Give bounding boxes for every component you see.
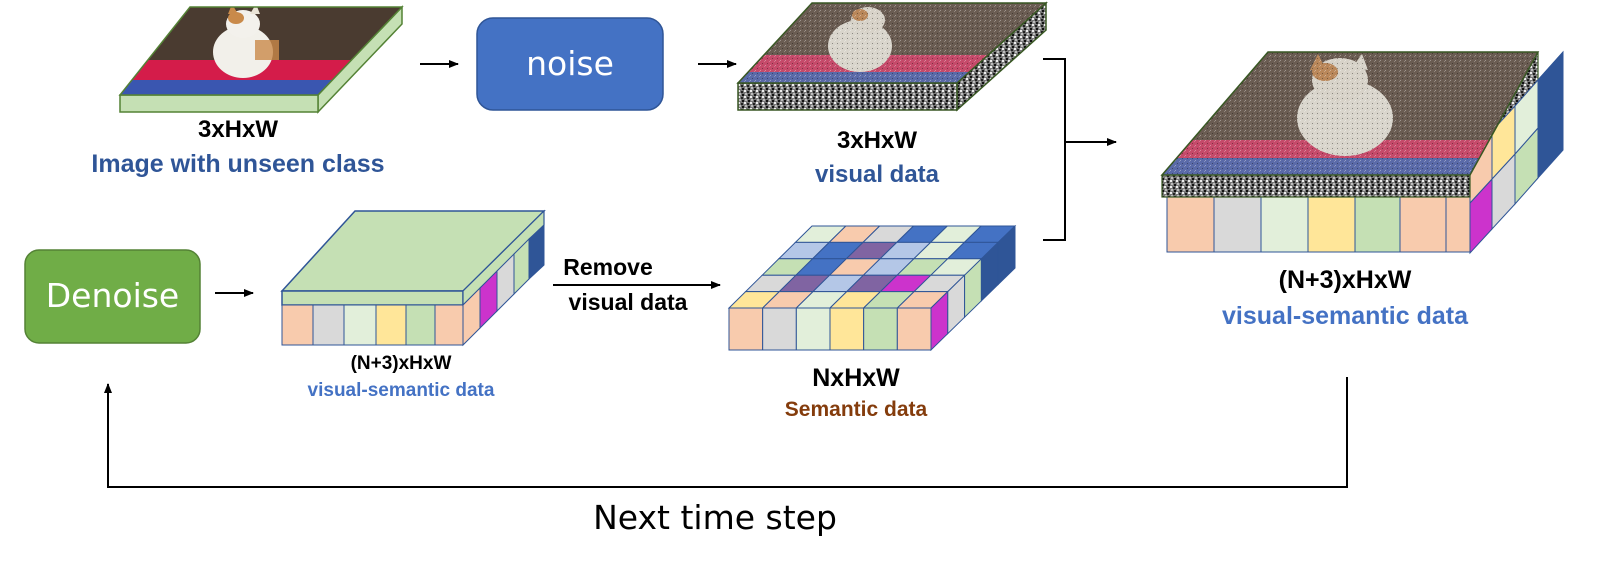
semantic-front-channel [863, 307, 898, 351]
noisy-caption: visual data [814, 161, 940, 188]
remove-label-line2: visual data [568, 289, 688, 315]
noisy-image-slab [736, 1, 1048, 112]
next-time-step-label: Next time step [593, 498, 837, 537]
noise-box [476, 17, 664, 111]
input-image-slab [118, 5, 404, 114]
remove-label-line1: Remove [563, 254, 653, 280]
noise-box-label: noise [526, 44, 614, 83]
semantic-front-channel [762, 307, 797, 351]
denoise-box [24, 249, 201, 344]
semantic-front-channel [829, 307, 865, 351]
denoise-box-label: Denoise [45, 276, 180, 315]
semantic-caption: Semantic data [784, 398, 928, 421]
small-visual-semantic-slab [280, 209, 546, 347]
big-vs-dims-label: (N+3)xHxW [1278, 266, 1412, 294]
big-visual-semantic-slab [1160, 50, 1564, 255]
small-vs-caption: visual-semantic data [307, 380, 495, 401]
semantic-front-channel [795, 307, 831, 351]
semantic-dims-label: NxHxW [812, 364, 900, 392]
semantic-front-channel [896, 307, 932, 351]
next-time-step-loop [104, 377, 1348, 488]
semantic-front-channel [728, 307, 764, 351]
big-slab-channels [1166, 196, 1471, 253]
semantic-side-channel [997, 224, 1016, 286]
input-dims-label: 3xHxW [197, 116, 279, 143]
input-caption: Image with unseen class [91, 150, 385, 178]
big-vs-caption: visual-semantic data [1222, 302, 1468, 330]
small-vs-dims-label: (N+3)xHxW [350, 353, 452, 374]
merge-bracket [1043, 58, 1117, 241]
noisy-dims-label: 3xHxW [836, 127, 918, 154]
semantic-data-slab [727, 224, 1017, 352]
